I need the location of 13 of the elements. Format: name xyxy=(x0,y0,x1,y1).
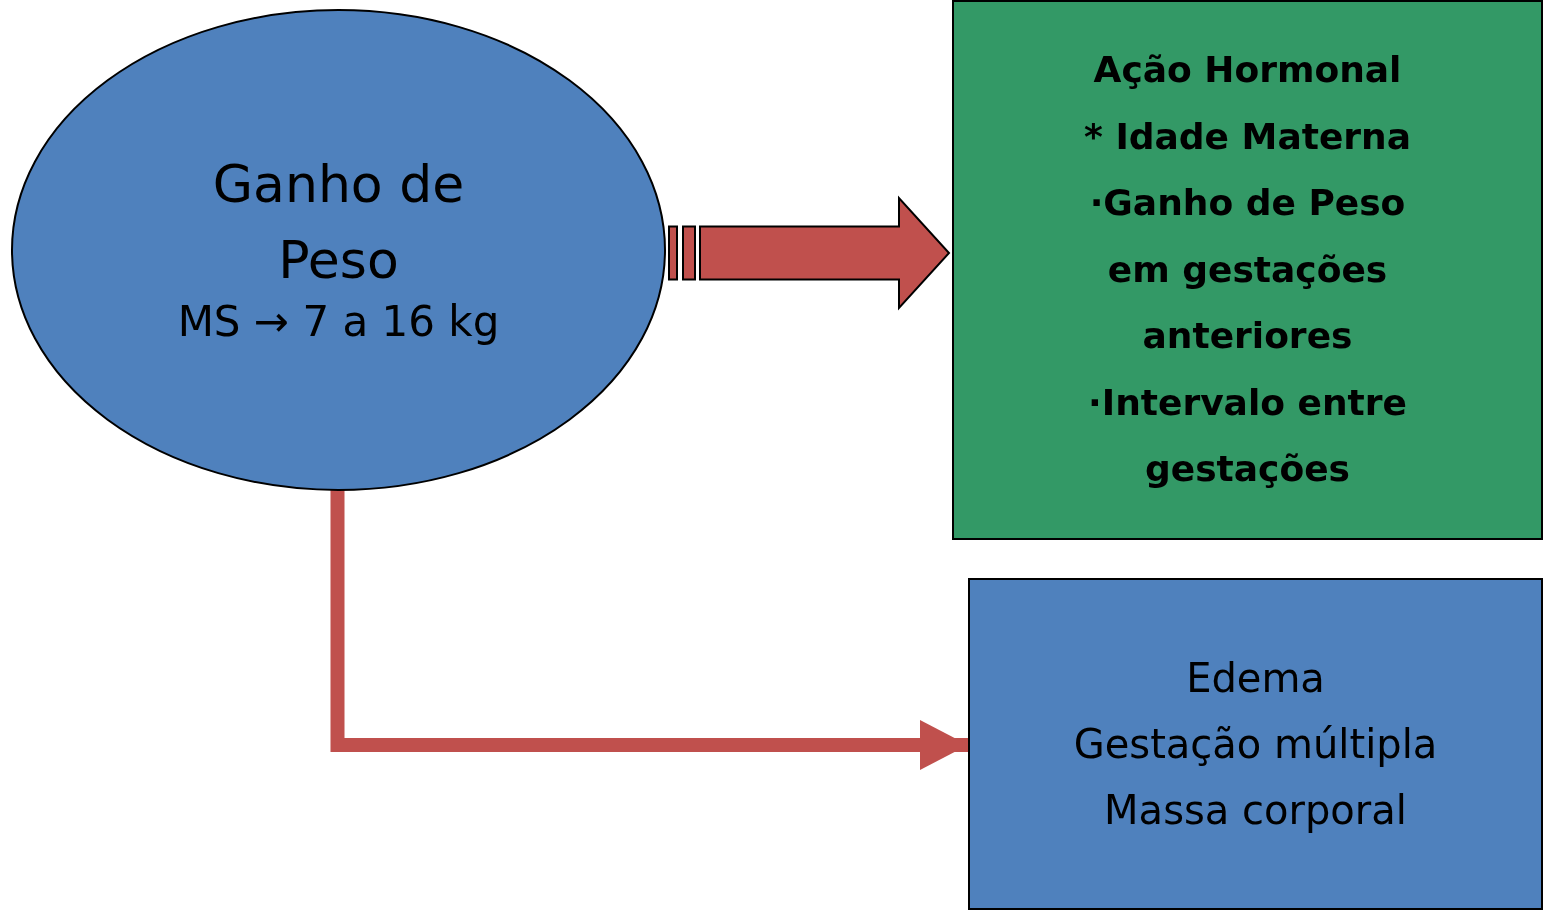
elbow-arrow xyxy=(330,490,968,770)
list-item: Massa corporal xyxy=(1104,786,1407,835)
range-text: MS → 7 a 16 kg xyxy=(177,295,500,348)
rectangle-box xyxy=(952,0,1543,540)
list-item: ·Ganho de Peso em gestações anteriores xyxy=(1088,181,1407,359)
list-item: Edema xyxy=(1186,654,1325,703)
list-item: * Idade Materna xyxy=(1084,114,1411,159)
rectangle-box xyxy=(968,578,1543,910)
list-item: Ação Hormonal xyxy=(1093,47,1402,92)
list-item: ·Intervalo entre gestações xyxy=(1087,380,1408,492)
list-item: Gestação múltipla xyxy=(1073,720,1438,769)
block-arrow xyxy=(668,195,951,311)
title-text: Ganho de Peso xyxy=(211,153,466,292)
